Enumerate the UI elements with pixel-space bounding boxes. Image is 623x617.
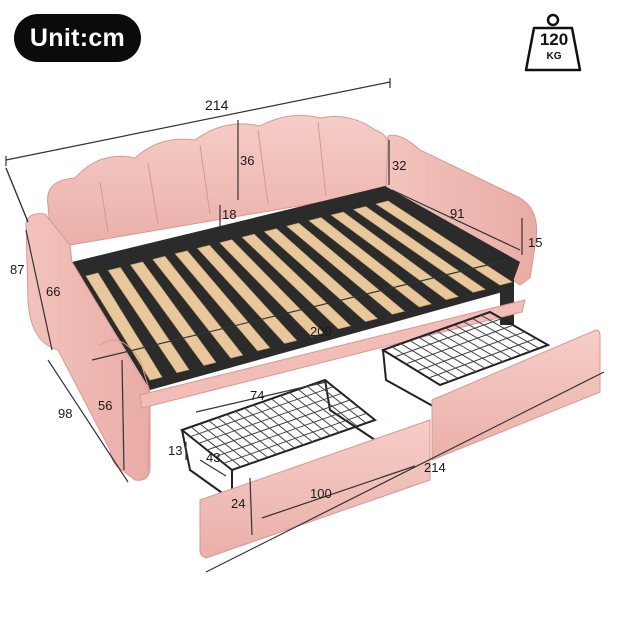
dim-side-panel-thickness: 15 [528, 235, 542, 250]
drawer-front-left [199, 419, 431, 559]
dim-overall-height: 87 [10, 262, 24, 277]
wire [190, 386, 334, 438]
dim-drawer-depth: 43 [206, 450, 220, 465]
dim-leg-height: 56 [98, 398, 112, 413]
left-armrest [25, 213, 151, 481]
dim-front-length: 214 [424, 460, 446, 475]
dim-slat-height: 18 [222, 207, 236, 222]
slat [152, 256, 244, 359]
dim-drawer-length: 74 [250, 388, 264, 403]
dim-inner-width: 91 [450, 206, 464, 221]
wire [391, 346, 450, 383]
drawer-right [380, 310, 551, 411]
dim-drawer-front-length: 100 [310, 486, 332, 501]
wire [436, 330, 495, 366]
slat [330, 211, 459, 300]
dim-headboard-height: 36 [240, 153, 254, 168]
wire [427, 333, 486, 369]
slat [352, 206, 486, 293]
unit-badge: Unit:cm [14, 14, 141, 62]
wire [454, 324, 513, 359]
wire [223, 412, 367, 464]
slat [85, 272, 163, 381]
dim-drawer-height: 13 [168, 443, 182, 458]
dim-side-arm-height: 32 [392, 158, 406, 173]
slat [219, 239, 325, 337]
dim-overall-length: 214 [205, 97, 229, 113]
wire [445, 327, 504, 363]
slat [241, 233, 352, 330]
slat [130, 261, 217, 366]
dim-back-height: 66 [46, 284, 60, 299]
slat [375, 200, 513, 286]
slat [308, 217, 432, 308]
dim-inner-length: 200 [310, 324, 332, 339]
dim-drawer-front-height: 24 [231, 496, 245, 511]
wire [394, 318, 502, 358]
wire [471, 317, 531, 353]
wire [405, 324, 514, 365]
wire [206, 399, 351, 451]
slat [174, 250, 271, 352]
wire [418, 336, 477, 373]
right-armrest [385, 134, 538, 286]
wire [400, 343, 459, 379]
wire [409, 340, 468, 376]
drawer-left [179, 378, 378, 502]
wire [198, 392, 342, 444]
wire [480, 314, 540, 349]
slat [107, 267, 190, 374]
wire [462, 321, 522, 356]
weight-icon [524, 13, 582, 72]
slat [196, 244, 298, 344]
wire [215, 406, 359, 458]
dim-overall-depth: 98 [58, 406, 72, 421]
front-rail [139, 299, 526, 409]
weight-value: 120 [539, 30, 569, 49]
dimension-lines [5, 78, 605, 573]
drawer-front-right [431, 329, 601, 461]
wire [417, 331, 525, 372]
wire [428, 337, 537, 379]
weight-unit: KG [546, 51, 562, 62]
